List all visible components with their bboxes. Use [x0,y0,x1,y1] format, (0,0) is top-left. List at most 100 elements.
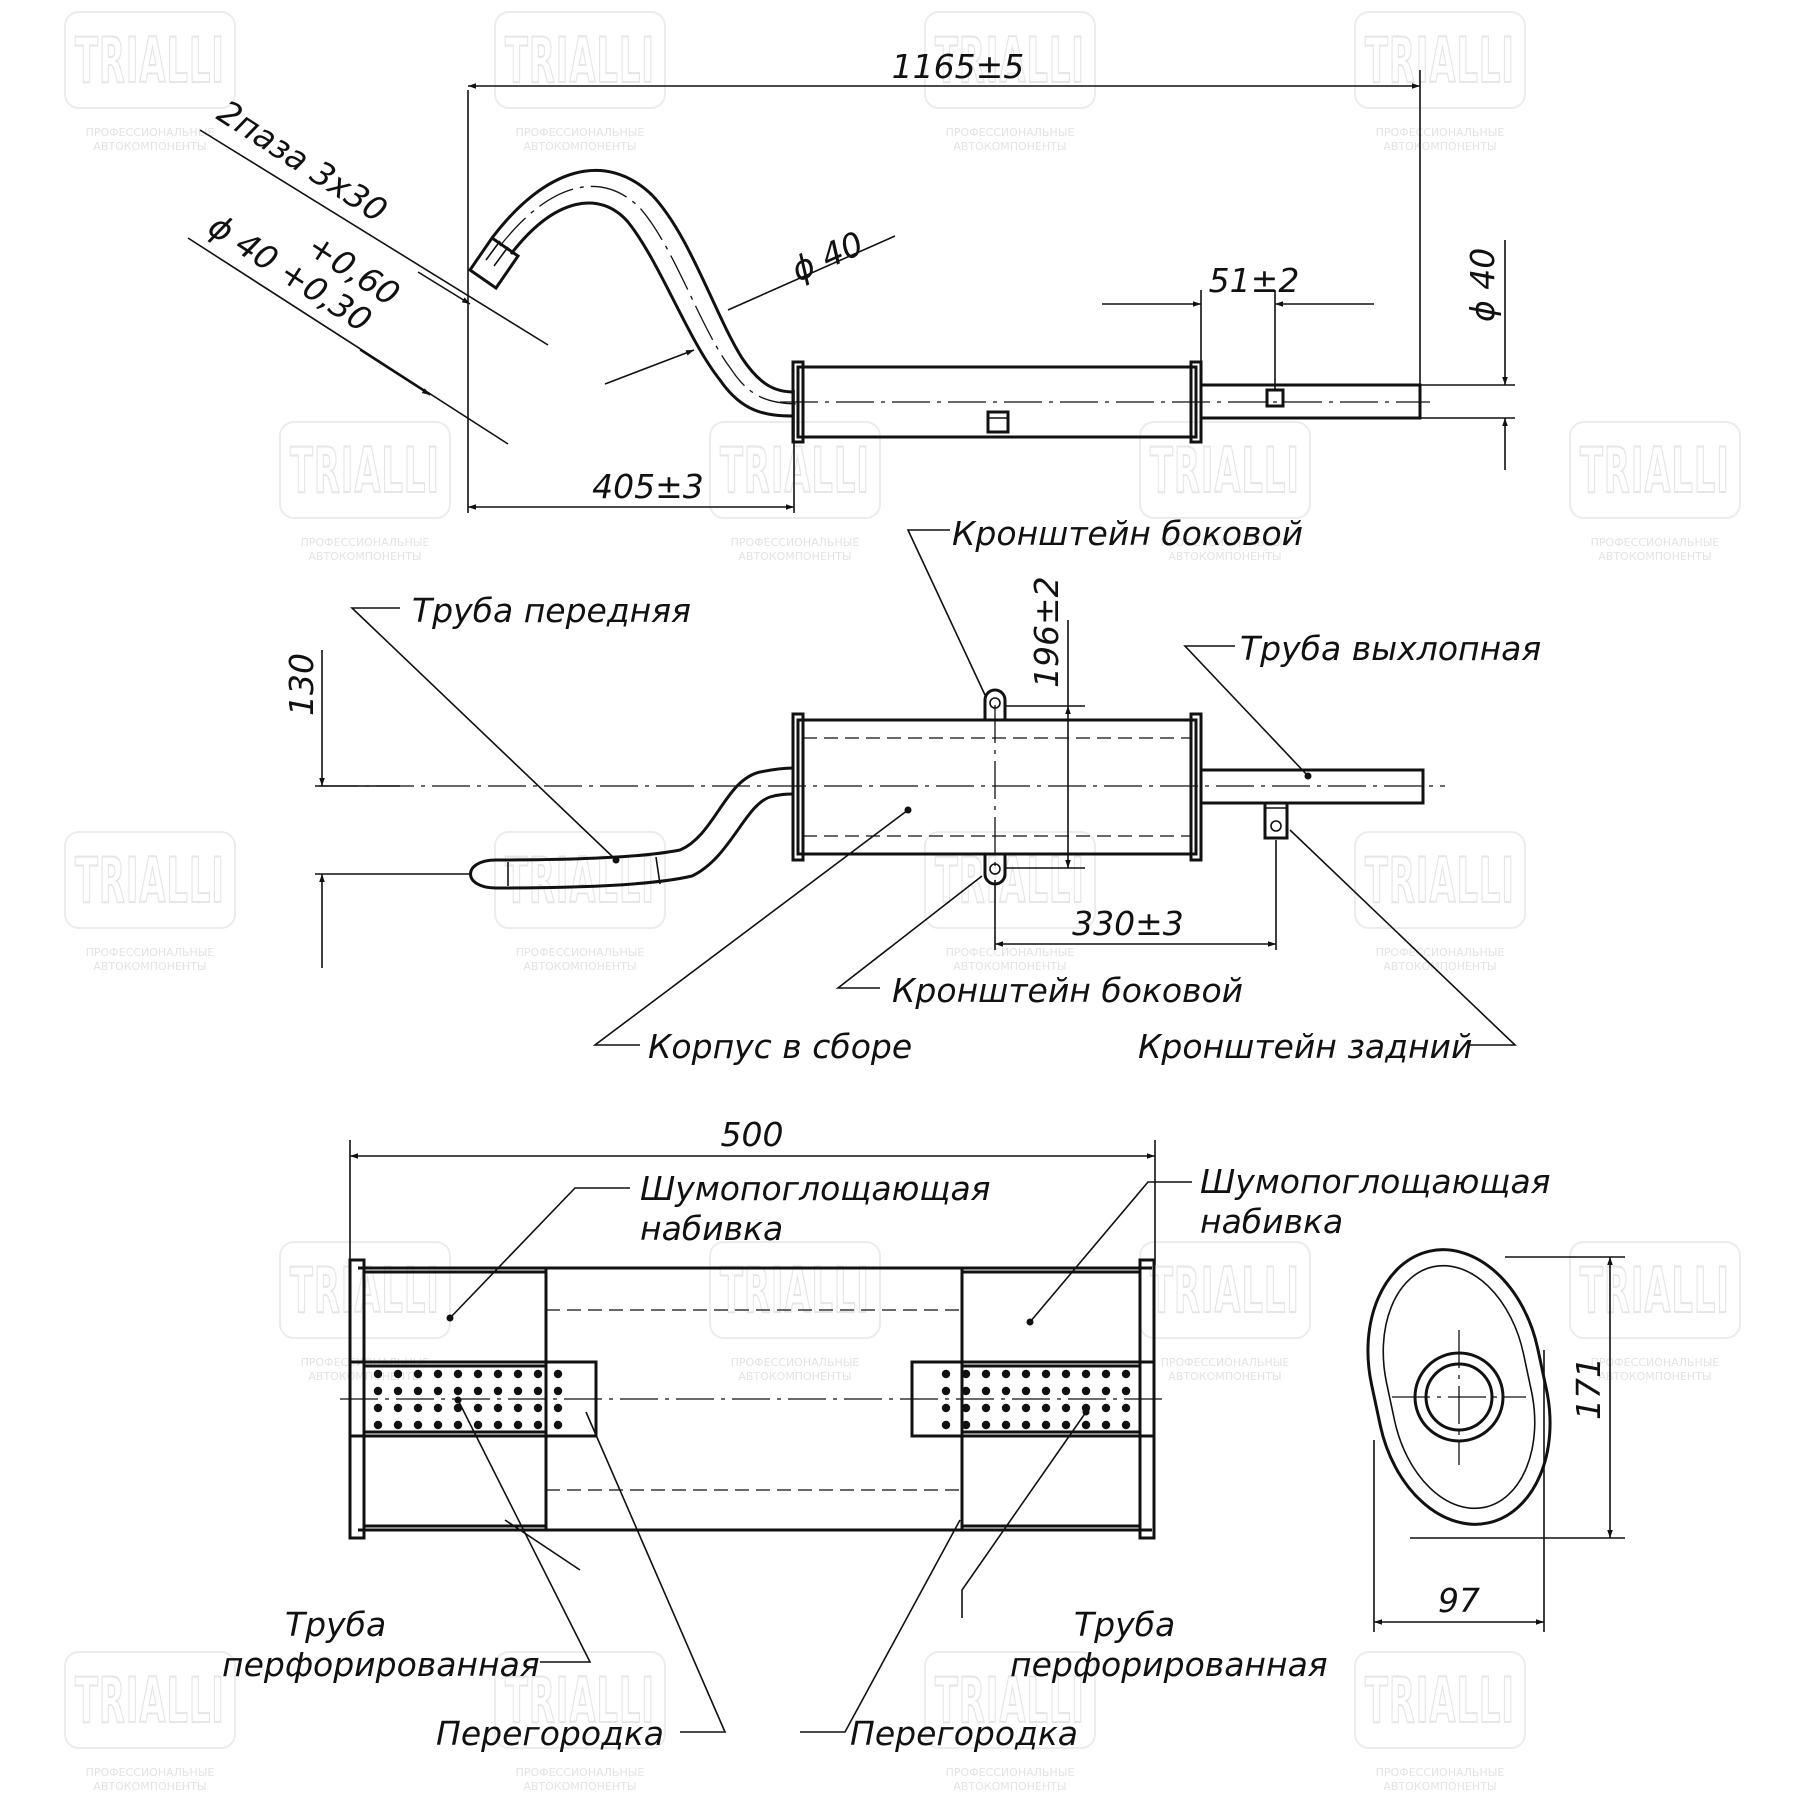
perforation-hole [1021,1420,1031,1430]
label-side-bracket-top: Кронштейн боковой [952,514,1303,553]
perforation-hole [393,1386,403,1396]
perforation-hole [1081,1369,1091,1379]
perforation-hole [1061,1420,1071,1430]
perforation-hole [493,1420,503,1430]
perforation-holes-left [373,1369,563,1430]
perforation-hole [553,1403,563,1413]
dim-oval-height: 171 [1569,1357,1608,1420]
perforation-hole [1101,1420,1111,1430]
watermark-tagline: ПРОФЕССИОНАЛЬНЫЕ [946,1766,1075,1779]
watermark-tagline: ПРОФЕССИОНАЛЬНЫЕ [86,946,215,959]
label-packing-left-line2: набивка [640,1209,783,1248]
watermark-brand: TRIALLI [1580,434,1730,507]
perforation-hole [981,1403,991,1413]
watermark-tagline: ПРОФЕССИОНАЛЬНЫЕ [1591,536,1720,549]
perforation-hole [533,1369,543,1379]
dim-slots: 2паза 3х30 [211,92,395,230]
perforation-hole [373,1386,383,1396]
watermark-brand: TRIALLI [1150,1254,1300,1327]
perforation-hole [413,1369,423,1379]
watermark-tagline: АВТОКОМПОНЕНТЫ [523,1780,636,1793]
perforation-hole [473,1369,483,1379]
perforation-hole [533,1420,543,1430]
perforation-hole [1041,1420,1051,1430]
perforation-hole [1121,1420,1131,1430]
tailpipe-top [1199,383,1422,420]
muffler-body-plan [796,718,1198,856]
perforation-hole [961,1386,971,1396]
watermark-brand: TRIALLI [1365,844,1515,917]
plan-view: 130 196±2 330±3 Кронштейн боковой Труба … [282,514,1541,1066]
label-perf-right-line2: перфорированная [1010,1645,1328,1684]
watermark-tagline: АВТОКОМПОНЕНТЫ [93,1780,206,1793]
watermark-brand: TRIALLI [935,1664,1085,1737]
dim-offset: 130 [282,653,321,716]
watermark-tagline: ПРОФЕССИОНАЛЬНЫЕ [516,1766,645,1779]
watermark-brand: TRIALLI [75,24,225,97]
front-pipe-plan-outer [495,766,795,862]
dim-bracket-offset: 51±2 [1209,261,1300,300]
dim-overall-length: 1165±5 [892,47,1025,86]
label-exhaust-pipe: Труба выхлопная [1240,629,1541,668]
perforation-hole [413,1386,423,1396]
dim-bracket-span: 196±2 [1027,576,1066,688]
dim-body-length: 500 [721,1115,784,1154]
perforation-hole [1041,1369,1051,1379]
watermark-tagline: АВТОКОМПОНЕНТЫ [953,140,1066,153]
label-packing-right-line1: Шумопоглощающая [1200,1162,1551,1201]
watermark-tagline: ПРОФЕССИОНАЛЬНЫЕ [301,536,430,549]
dim-tail-diameter: ϕ 40 [1463,248,1502,322]
watermark-tagline: ПРОФЕССИОНАЛЬНЫЕ [1591,1356,1720,1369]
watermark-tagline: АВТОКОМПОНЕНТЫ [1383,960,1496,973]
watermark-tagline: АВТОКОМПОНЕНТЫ [308,550,421,563]
perforation-hole [1001,1420,1011,1430]
dim-bracket-to-rear: 330±3 [1072,904,1184,943]
watermark-brand: TRIALLI [1150,434,1300,507]
perforation-hole [1081,1420,1091,1430]
label-perf-left-line1: Труба [285,1605,386,1644]
dim-inlet-to-body: 405±3 [592,467,704,506]
watermark-brand: TRIALLI [75,844,225,917]
perforation-hole [373,1420,383,1430]
watermark-tagline: АВТОКОМПОНЕНТЫ [738,1370,851,1383]
perforation-hole [1061,1403,1071,1413]
perforation-hole [941,1420,951,1430]
perforation-hole [941,1403,951,1413]
watermark-tagline: ПРОФЕССИОНАЛЬНЫЕ [731,536,860,549]
packing-right-bottom [960,1430,1142,1528]
perforation-hole [453,1420,463,1430]
watermark-tagline: ПРОФЕССИОНАЛЬНЫЕ [1376,1766,1505,1779]
perforation-hole [1021,1369,1031,1379]
watermark-tagline: ПРОФЕССИОНАЛЬНЫЕ [946,946,1075,959]
perforation-hole [981,1369,991,1379]
watermark-tagline: ПРОФЕССИОНАЛЬНЫЕ [1376,946,1505,959]
perforation-hole [941,1369,951,1379]
watermark-tagline: АВТОКОМПОНЕНТЫ [1168,550,1281,563]
perforation-hole [473,1386,483,1396]
label-rear-bracket: Кронштейн задний [1138,1027,1472,1066]
perforation-hole [433,1369,443,1379]
watermark-tagline: ПРОФЕССИОНАЛЬНЫЕ [1161,536,1290,549]
perforation-hole [493,1386,503,1396]
perforation-hole [533,1403,543,1413]
perforation-hole [1101,1403,1111,1413]
perforation-hole [493,1369,503,1379]
label-front-pipe: Труба передняя [412,591,691,630]
watermark-tagline: ПРОФЕССИОНАЛЬНЫЕ [1376,126,1505,139]
watermark-tagline: АВТОКОМПОНЕНТЫ [523,140,636,153]
perforation-hole [473,1420,483,1430]
perforation-hole [513,1403,523,1413]
watermark-brand: TRIALLI [720,1254,870,1327]
perforation-hole [1121,1403,1131,1413]
label-packing-right-line2: набивка [1200,1202,1343,1241]
perforation-hole [393,1403,403,1413]
